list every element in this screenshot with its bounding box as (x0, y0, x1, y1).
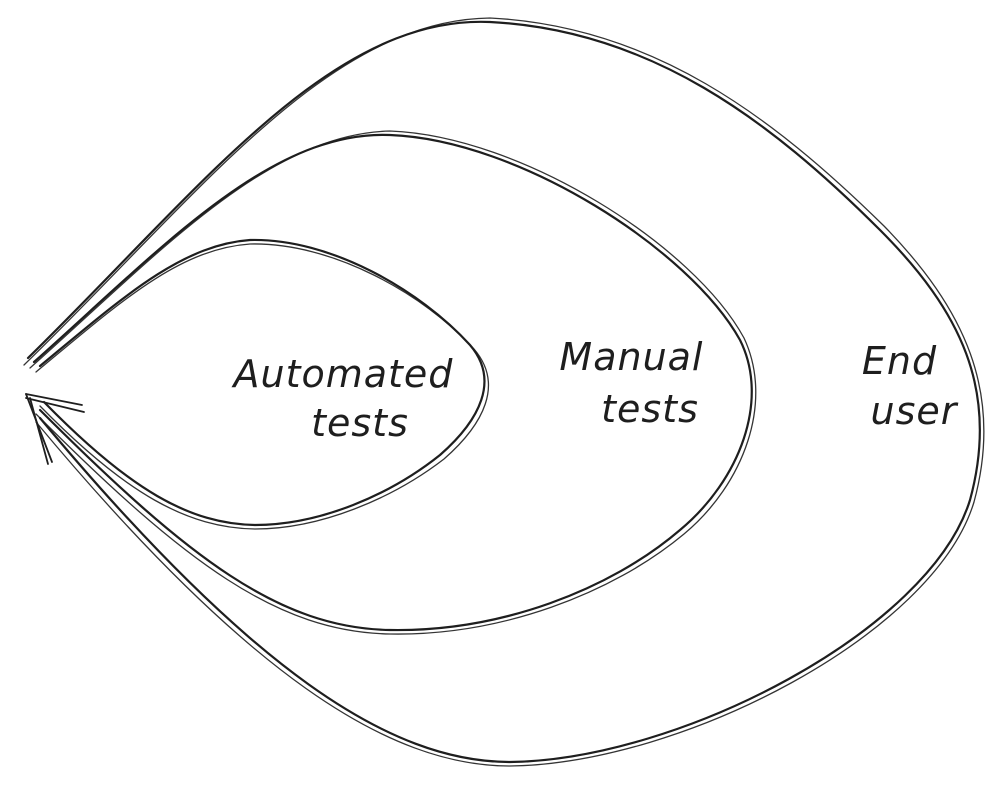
arrowhead-stroke-1 (25, 393, 83, 406)
inner-loop-label: Automated tests (230, 352, 466, 445)
outer-loop (23, 17, 985, 767)
inner-loop-label-line-1: Automated (230, 352, 453, 396)
outer-loop-path (26, 20, 982, 764)
middle-loop (29, 130, 757, 635)
middle-loop-label: Manual tests (559, 335, 716, 431)
inner-loop-path (38, 238, 486, 527)
inner-loop-label-line-2: tests (311, 401, 409, 445)
arrowhead-stroke-2 (25, 397, 85, 413)
inner-loop (35, 238, 490, 530)
outer-loop-label: End user (862, 339, 959, 433)
outer-loop-label-line-2: user (871, 389, 959, 433)
arrowhead (25, 393, 85, 465)
arrowhead-stroke-4 (29, 397, 49, 465)
middle-loop-label-line-2: tests (601, 387, 699, 431)
outer-loop-label-line-1: End (862, 339, 937, 383)
middle-loop-label-line-1: Manual (559, 335, 703, 379)
middle-loop-path-sketch (29, 130, 757, 635)
inner-loop-path-sketch (35, 243, 490, 530)
outer-loop-path-sketch (23, 17, 985, 767)
